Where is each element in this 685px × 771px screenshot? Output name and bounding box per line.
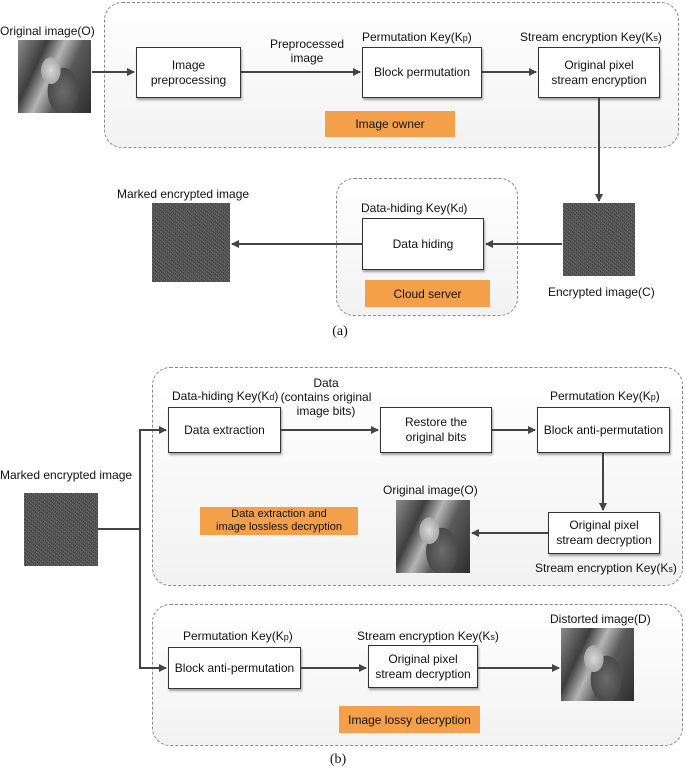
marked-encrypted-label-a: Marked encrypted image xyxy=(117,187,250,201)
stream-key-label-b: Stream encryption Key(Ks) xyxy=(535,561,677,575)
block-anti-permutation-box: Block anti-permutation xyxy=(537,407,670,453)
permutation-key-label-c: Permutation Key(Kp) xyxy=(183,629,293,643)
marked-encrypted-label-b: Marked encrypted image xyxy=(0,468,133,482)
caption-b: (b) xyxy=(329,752,347,767)
preprocessed-image-label: Preprocessed image xyxy=(269,37,345,65)
marked-encrypted-image-b xyxy=(24,493,98,566)
encrypted-image-label: Encrypted image(C) xyxy=(548,285,655,299)
original-image-label-b: Original image(O) xyxy=(383,483,478,497)
image-owner-tag: Image owner xyxy=(325,111,455,137)
lossy-decryption-tag: Image lossy decryption xyxy=(339,706,480,733)
permutation-key-label-b: Permutation Key(Kp) xyxy=(550,389,660,403)
arrow-marked-branch xyxy=(98,426,167,530)
data-hiding-key-label-b: Data-hiding Key(Kd) xyxy=(172,389,279,403)
stream-encryption-box: Original pixel stream encryption xyxy=(538,47,660,98)
distorted-image-label: Distorted image(D) xyxy=(550,612,651,626)
image-preprocessing-box: Image preprocessing xyxy=(136,47,241,98)
data-extraction-box: Data extraction xyxy=(168,407,281,453)
distorted-image xyxy=(561,628,634,701)
encrypted-image xyxy=(563,203,635,276)
lossless-decryption-tag: Data extraction and image lossless decry… xyxy=(200,507,358,535)
stream-decryption-box-2: Original pixel stream decryption xyxy=(368,645,478,688)
original-image-b xyxy=(396,500,470,573)
data-label: Data (contains original image bits) xyxy=(280,376,372,418)
marked-encrypted-image-a xyxy=(152,203,230,282)
arrow-marked-branch-lossy xyxy=(139,529,167,672)
block-anti-permutation-box-2: Block anti-permutation xyxy=(168,647,301,689)
cloud-server-tag: Cloud server xyxy=(365,280,490,307)
restore-original-bits-box: Restore the original bits xyxy=(380,407,492,453)
data-hiding-box: Data hiding xyxy=(362,218,484,270)
stream-key-label-c: Stream encryption Key(Ks) xyxy=(357,629,499,643)
stream-decryption-box: Original pixel stream decryption xyxy=(548,512,660,554)
permutation-key-label-a: Permutation Key(Kp) xyxy=(362,30,472,44)
caption-a: (a) xyxy=(332,324,348,339)
stream-key-label-a: Stream encryption Key(Ks) xyxy=(520,30,662,44)
original-image-a xyxy=(18,40,91,113)
data-hiding-key-label-a: Data-hiding Key(Kd) xyxy=(361,201,468,215)
original-image-label-a: Original image(O) xyxy=(0,24,95,38)
block-permutation-box: Block permutation xyxy=(362,47,482,98)
